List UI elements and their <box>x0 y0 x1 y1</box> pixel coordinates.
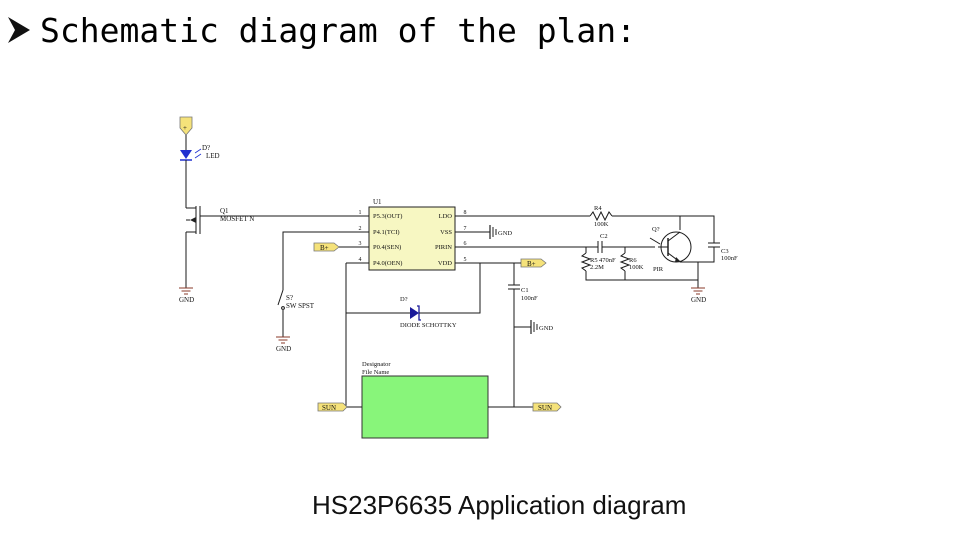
vss-gnd-label: GND <box>498 230 512 237</box>
sheet-filename: File Name <box>362 369 389 376</box>
ic-pin-name: VSS <box>440 229 452 236</box>
led-designator: D? <box>202 144 210 152</box>
c3-value: 100nF <box>721 255 738 262</box>
r6-designator: R6 <box>629 257 637 264</box>
diode-value: DIODE SCHOTTKY <box>400 322 457 329</box>
ic-pin-name: P5.3(OUT) <box>373 213 402 220</box>
switch-designator: S? <box>286 294 293 302</box>
ic-pin-name: P4.0(OEN) <box>373 260 402 267</box>
ic-pin-number: 2 <box>359 226 362 232</box>
b-plus-port-right: B+ <box>520 258 547 268</box>
page-heading: Schematic diagram of the plan: <box>6 8 636 52</box>
c3-designator: C3 <box>721 248 729 255</box>
pir-designator: Q? <box>652 226 660 233</box>
pir-sensor-symbol <box>649 231 692 263</box>
b-plus-right-label: B+ <box>527 260 536 268</box>
b-plus-port-left: B+ <box>313 242 340 252</box>
ic-left-pins: 1 2 3 4 P5.3(OUT) P4.1(TCI) P0.4(SEN) P4… <box>346 210 402 267</box>
switch-value: SW SPST <box>286 302 315 310</box>
sun-port-right: SUN <box>532 402 562 412</box>
power-port: + <box>179 116 193 136</box>
pir-value: PIR <box>653 266 664 273</box>
ic-designator: U1 <box>373 198 382 206</box>
c1-gnd-label: GND <box>539 325 553 332</box>
switch-symbol <box>277 289 285 310</box>
ic-pin-number: 5 <box>464 257 467 263</box>
mosfet-symbol <box>186 206 214 234</box>
ic-pin-name: LDO <box>439 213 453 220</box>
mosfet-designator: Q1 <box>220 207 229 215</box>
r5-designator: R5 <box>590 257 598 264</box>
c2-value: 470nF <box>599 257 616 264</box>
mosfet-ground-label: GND <box>179 296 194 304</box>
diode-designator: D? <box>400 296 408 303</box>
ic-right-pins: 8 7 6 5 LDO VSS PIRIN VDD <box>435 210 480 267</box>
heading-text: Schematic diagram of the plan: <box>40 10 637 50</box>
ic-pin-name: PIRIN <box>435 244 452 251</box>
ic-body <box>368 206 456 271</box>
sheet-designator: Designator <box>362 361 391 368</box>
led-symbol <box>180 148 202 161</box>
c1-designator: C1 <box>521 287 529 294</box>
mosfet-value: MOSFET N <box>220 215 254 223</box>
c1-value: 100nF <box>521 295 538 302</box>
ic-pin-number: 4 <box>359 257 362 263</box>
ic-pin-number: 1 <box>359 210 362 216</box>
sun-right-label: SUN <box>538 404 552 412</box>
sun-port-left: SUN <box>317 402 348 412</box>
ic-pin-number: 6 <box>464 241 467 247</box>
pir-ground-label: GND <box>691 296 706 304</box>
ic-pin-name: P0.4(SEN) <box>373 244 401 251</box>
switch-ground-label: GND <box>276 345 291 353</box>
ic-pin-name: VDD <box>438 260 452 267</box>
r6-resistor <box>619 252 631 272</box>
r4-resistor <box>589 210 613 222</box>
ground-symbol <box>275 336 291 344</box>
ic-pin-name: P4.1(TCI) <box>373 229 400 236</box>
ic-pin-number: 8 <box>464 210 467 216</box>
ic-pin-number: 7 <box>464 226 467 232</box>
r5-resistor <box>580 252 592 272</box>
power-port-label: + <box>183 124 187 132</box>
ic-pin-number: 3 <box>359 241 362 247</box>
diagram-caption: HS23P6635 Application diagram <box>312 490 687 520</box>
gnd-power-symbol <box>489 225 497 239</box>
led-value: LED <box>206 152 220 160</box>
r4-designator: R4 <box>594 205 602 212</box>
sheet-symbol <box>361 375 489 439</box>
ground-symbol <box>690 287 706 295</box>
arrowhead-bullet-icon <box>8 17 30 43</box>
ground-symbol <box>178 287 194 295</box>
b-plus-left-label: B+ <box>320 244 329 252</box>
r5-value: 2.2M <box>590 264 604 271</box>
r6-value: 100K <box>629 264 644 271</box>
gnd-power-symbol <box>530 320 538 334</box>
r4-value: 100K <box>594 221 609 228</box>
c2-designator: C2 <box>600 233 608 240</box>
sun-left-label: SUN <box>322 404 336 412</box>
